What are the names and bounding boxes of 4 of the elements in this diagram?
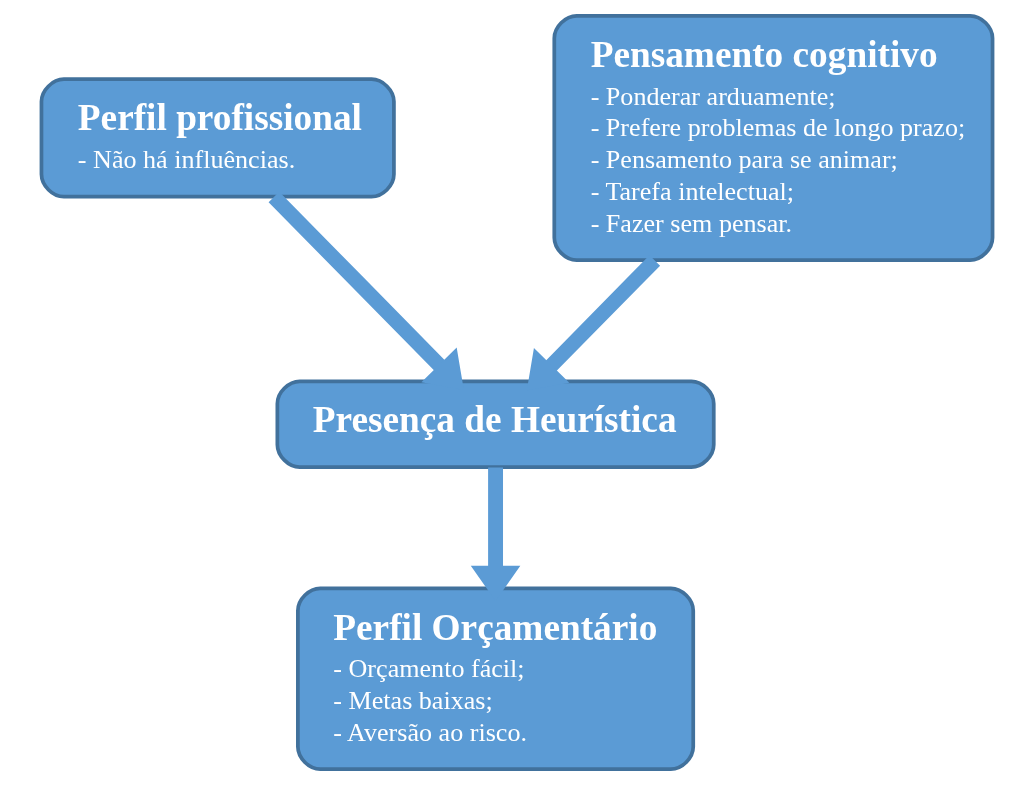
node-box: Perfil profissional - Não há influências. (39, 77, 396, 199)
node-box: Presença de Heurística (275, 379, 716, 469)
node-box: Perfil Orçamentário - Orçamento fácil; - Metas baixas; - Aversão ao risco. (295, 586, 695, 772)
node-box: Pensamento cognitivo - Ponderar arduamente; - Prefere problemas de longo prazo; - Pensamento para se animar; - Tarefa intelectual; - Fazer sem pensar. (551, 13, 994, 262)
